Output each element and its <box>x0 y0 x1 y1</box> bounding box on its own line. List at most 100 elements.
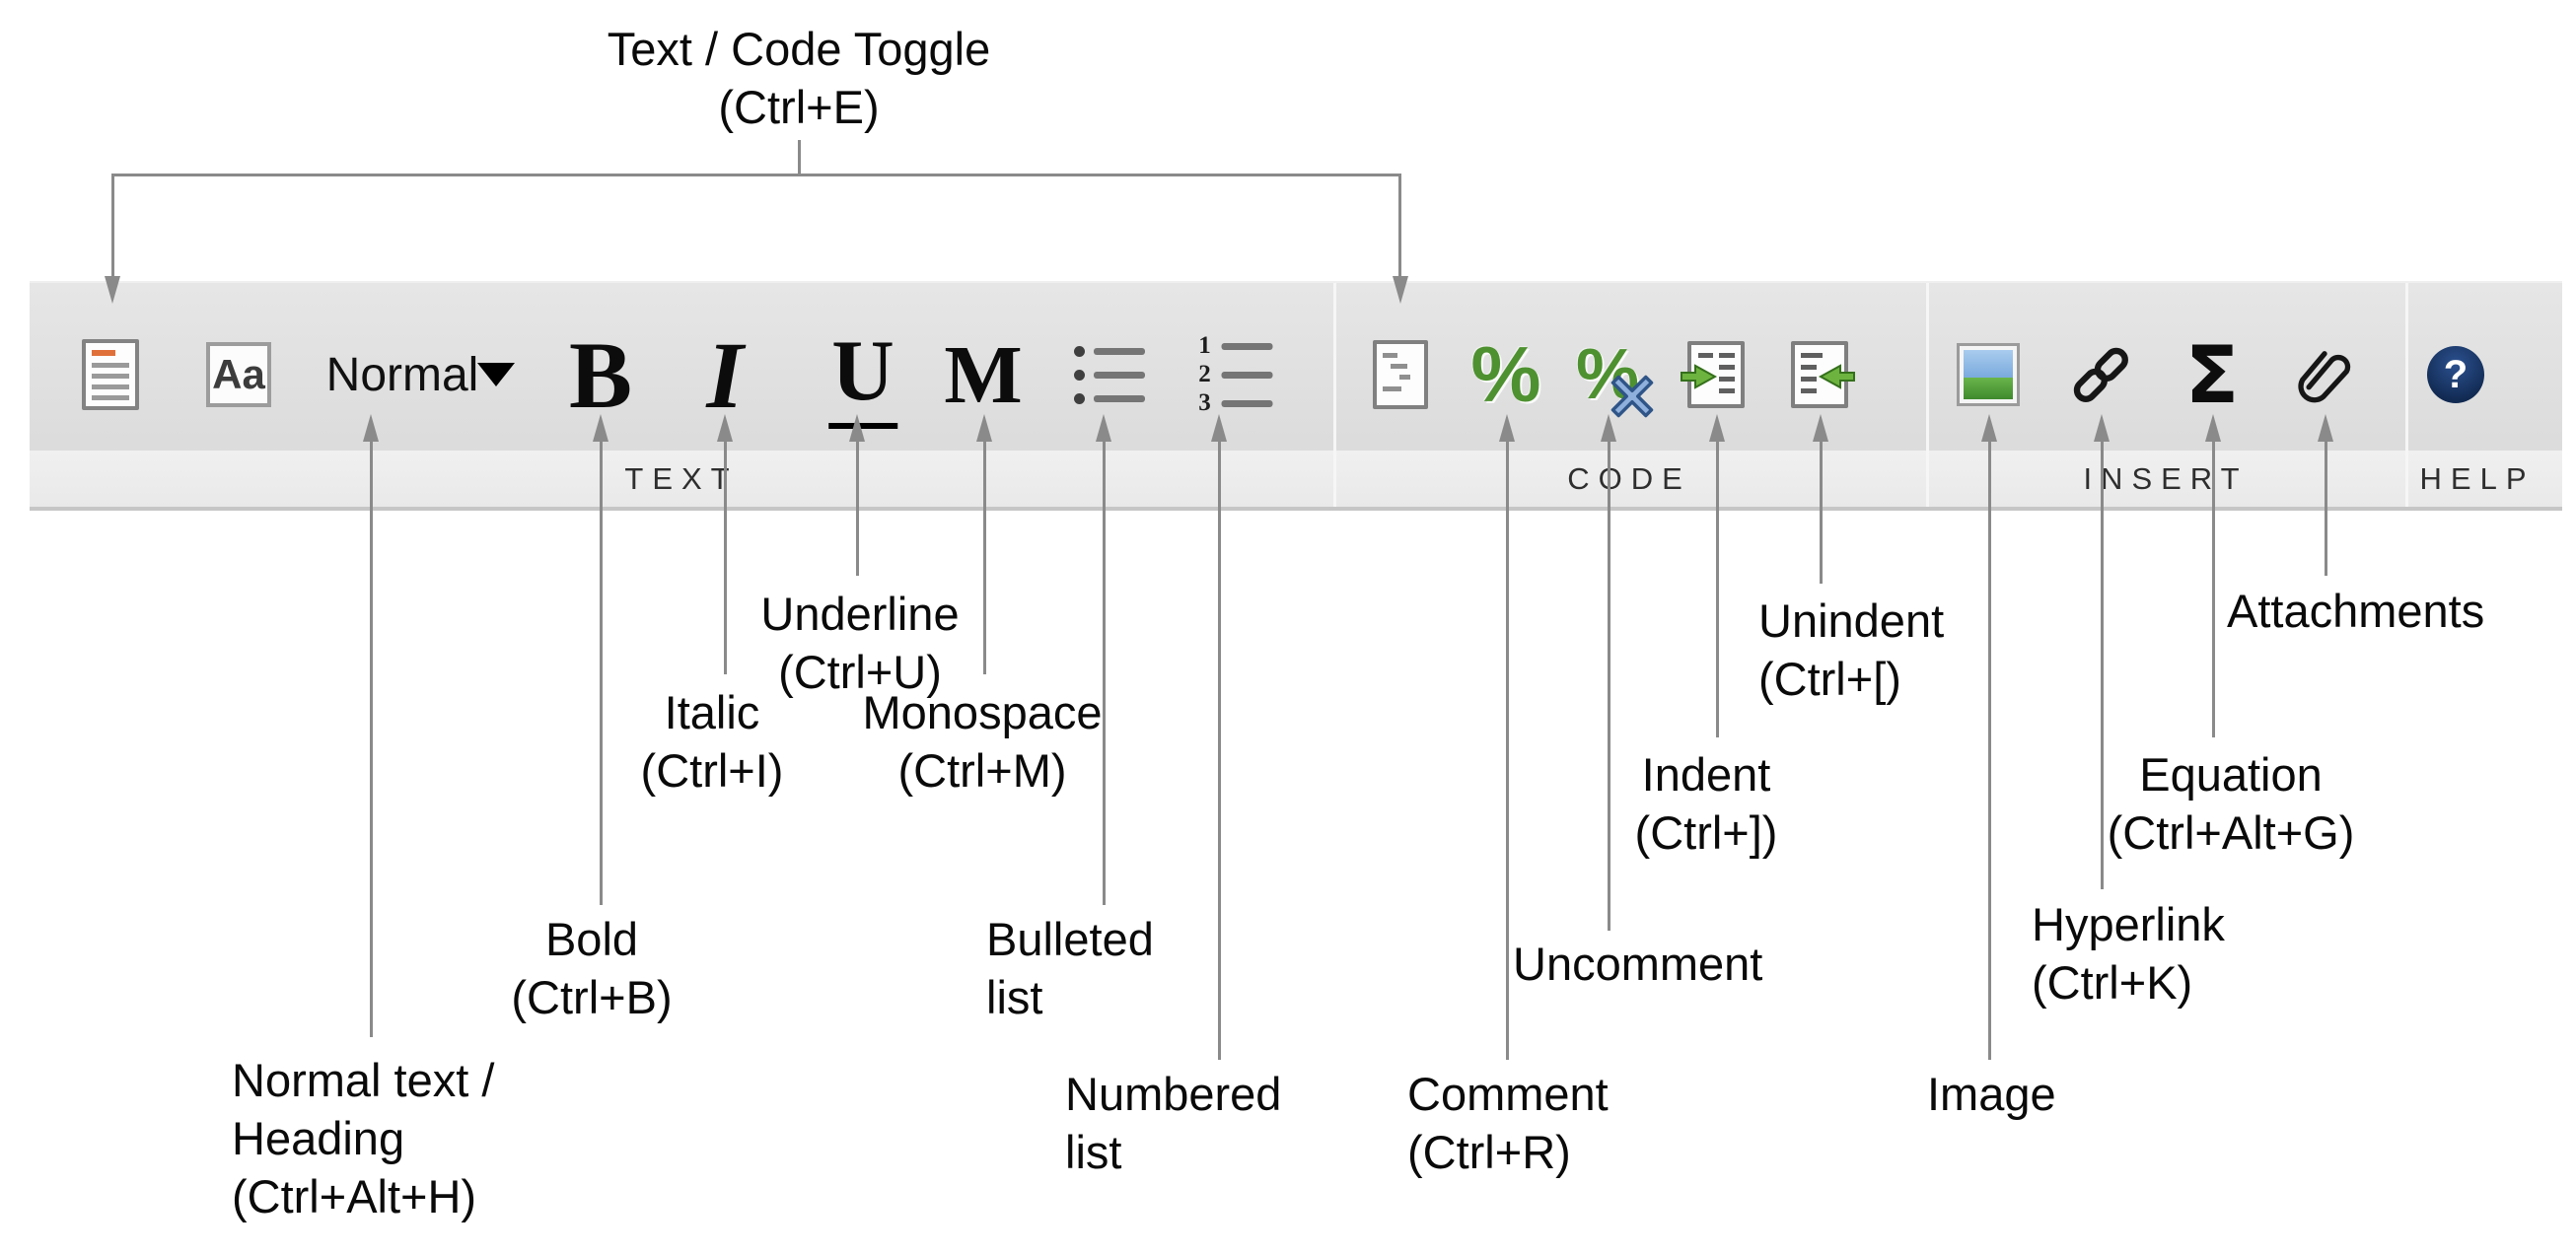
green-arrow-left-icon <box>1818 364 1855 389</box>
annotation-line <box>724 440 727 674</box>
annotation-line <box>1218 440 1221 1060</box>
arrow-up-icon <box>1601 414 1616 442</box>
annotation-image: Image <box>1927 1068 2056 1120</box>
annotation-line <box>1608 440 1610 931</box>
comment-button[interactable]: % <box>1470 291 1540 458</box>
group-label-text: TEXT <box>624 461 739 496</box>
text-mode-document-icon <box>82 339 139 410</box>
annotation-monospace: Monospace (Ctrl+M) <box>862 686 1103 797</box>
paperclip-icon <box>2298 351 2351 403</box>
text-code-toggle-button[interactable] <box>82 291 139 458</box>
indent-icon <box>1681 341 1745 408</box>
arrow-up-icon <box>976 414 992 442</box>
underline-icon: U <box>828 321 897 429</box>
image-icon <box>1957 343 2020 406</box>
annotation-italic: Italic (Ctrl+I) <box>640 686 784 797</box>
code-document-icon <box>1373 340 1428 409</box>
toolbar-group-strip <box>30 451 2562 507</box>
annotation-attachments: Attachments <box>2227 585 2485 637</box>
attachments-button[interactable] <box>2290 291 2359 458</box>
annotation-unindent: Unindent (Ctrl+[) <box>1758 594 1945 705</box>
editor-toolbar: Aa Normal B I U M 1 <box>30 281 2562 511</box>
chevron-down-icon <box>477 363 515 386</box>
arrow-down-icon <box>1393 276 1408 304</box>
arrow-up-icon <box>1211 414 1227 442</box>
question-mark-icon: ? <box>2427 346 2484 403</box>
bulleted-list-button[interactable] <box>1074 291 1145 458</box>
annotation-line <box>1398 174 1401 278</box>
annotation-uncomment: Uncomment <box>1513 938 1763 990</box>
indent-button[interactable] <box>1681 291 1745 458</box>
arrow-up-icon <box>849 414 865 442</box>
arrow-up-icon <box>1709 414 1725 442</box>
annotation-line <box>2101 440 2104 889</box>
annotation-line <box>798 140 801 175</box>
annotation-line <box>111 174 114 278</box>
code-mode-toggle-button[interactable] <box>1373 291 1428 458</box>
bold-button[interactable]: B <box>569 291 632 458</box>
comment-percent-icon: % <box>1470 330 1541 418</box>
font-style-button[interactable]: Aa <box>206 291 271 458</box>
arrow-up-icon <box>1813 414 1828 442</box>
bulleted-list-icon <box>1074 345 1145 404</box>
sigma-icon: Σ <box>2184 328 2240 421</box>
arrow-up-icon <box>1981 414 1997 442</box>
format-dropdown-arrow[interactable] <box>477 291 515 458</box>
arrow-up-icon <box>2318 414 2333 442</box>
arrow-up-icon <box>363 414 379 442</box>
arrow-up-icon <box>2094 414 2110 442</box>
section-divider <box>1926 283 1929 507</box>
group-label-code: CODE <box>1567 461 1691 496</box>
annotation-line <box>983 440 986 674</box>
annotation-line <box>2212 440 2215 737</box>
help-button[interactable]: ? <box>2427 291 2484 458</box>
annotation-comment: Comment (Ctrl+R) <box>1407 1068 1609 1178</box>
arrow-up-icon <box>2205 414 2221 442</box>
arrow-down-icon <box>105 276 120 304</box>
annotation-numbered-list: Numbered list <box>1065 1068 1282 1178</box>
bold-icon: B <box>568 321 633 428</box>
annotation-line <box>1988 440 1991 1060</box>
italic-icon: I <box>706 321 744 428</box>
blue-x-icon <box>1610 375 1654 418</box>
annotation-indent: Indent (Ctrl+]) <box>1634 748 1778 859</box>
numbered-list-button[interactable]: 1 2 3 <box>1197 291 1273 458</box>
annotation-underline: Underline (Ctrl+U) <box>760 588 960 698</box>
annotation-line <box>370 440 373 1037</box>
section-divider <box>1333 283 1336 507</box>
insert-equation-button[interactable]: Σ <box>2185 291 2240 458</box>
annotation-line <box>1716 440 1719 737</box>
annotation-line <box>600 440 603 905</box>
chain-link-icon <box>2073 347 2128 402</box>
unindent-icon <box>1791 341 1855 408</box>
monospace-button[interactable]: M <box>944 291 1022 458</box>
annotation-line <box>856 440 859 576</box>
annotation-line <box>1820 440 1823 584</box>
uncomment-button[interactable]: % <box>1576 291 1654 458</box>
group-label-help: HELP <box>2419 461 2536 496</box>
insert-hyperlink-button[interactable] <box>2066 291 2135 458</box>
annotation-normal-heading: Normal text / Heading (Ctrl+Alt+H) <box>232 1054 495 1222</box>
annotation-text-code-toggle: Text / Code Toggle (Ctrl+E) <box>607 23 991 133</box>
format-dropdown-value: Normal <box>325 348 479 401</box>
format-dropdown[interactable]: Normal <box>326 291 479 458</box>
arrow-up-icon <box>1096 414 1111 442</box>
section-divider <box>2405 283 2408 507</box>
annotation-line <box>2325 440 2327 576</box>
annotation-bold: Bold (Ctrl+B) <box>511 913 673 1023</box>
aa-icon: Aa <box>206 342 271 407</box>
italic-button[interactable]: I <box>706 291 743 458</box>
unindent-button[interactable] <box>1791 291 1855 458</box>
numbered-list-icon: 1 2 3 <box>1197 333 1273 415</box>
annotation-bulleted-list: Bulleted list <box>986 913 1154 1023</box>
insert-image-button[interactable] <box>1957 291 2020 458</box>
green-arrow-right-icon <box>1681 364 1718 389</box>
monospace-icon: M <box>944 328 1023 421</box>
arrow-up-icon <box>1499 414 1515 442</box>
annotation-line <box>112 174 1400 176</box>
annotation-hyperlink: Hyperlink (Ctrl+K) <box>2032 898 2225 1009</box>
uncomment-percent-x-icon: % <box>1576 334 1654 418</box>
arrow-up-icon <box>717 414 733 442</box>
annotation-line <box>1506 440 1509 1060</box>
